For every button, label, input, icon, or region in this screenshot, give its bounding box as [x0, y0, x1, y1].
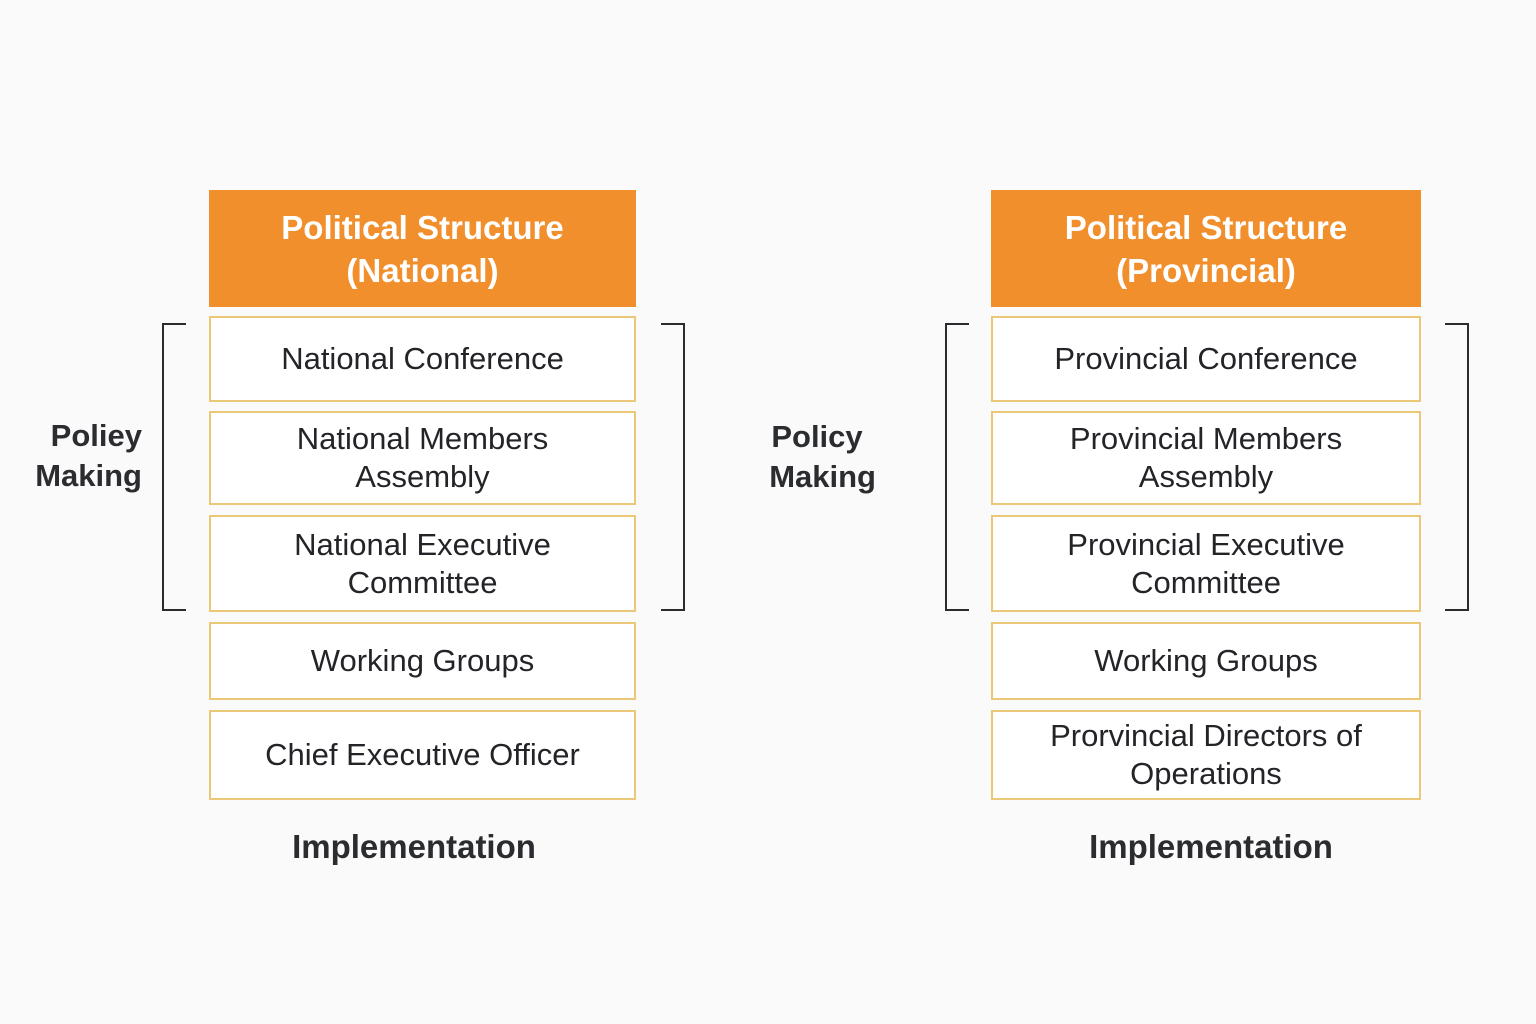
- label-line2: Making: [35, 458, 142, 493]
- box-line1: Provincial Members: [1069, 421, 1343, 456]
- provincial-directors-of-operations-box: Prorvincial Directors of Operations: [991, 710, 1421, 800]
- box-line1: Chief Executive Officer: [265, 737, 580, 772]
- box-line1: Working Groups: [310, 643, 535, 678]
- box-line1: Provincial Executive: [1067, 526, 1345, 562]
- national-implementation-label: Implementation: [292, 828, 536, 865]
- national-header-line1: Political Structure: [281, 208, 564, 246]
- box-line1: Provincial Conference: [1054, 341, 1358, 376]
- provincial-conference-box: Provincial Conference: [991, 316, 1421, 402]
- provincial-members-assembly-box: Provincial Members Assembly: [991, 411, 1421, 505]
- provincial-header-line1: Political Structure: [1064, 208, 1348, 246]
- provincial-policy-making-label: Policy Making: [750, 417, 876, 497]
- label-line2: Making: [769, 459, 876, 494]
- label-line1: Policy: [771, 419, 863, 454]
- box-line2: Assembly: [355, 459, 490, 494]
- national-right-bracket: [661, 323, 685, 611]
- box-line1: Working Groups: [1094, 643, 1318, 678]
- box-line1: Prorvincial Directors of: [1050, 718, 1362, 753]
- national-members-assembly-box: National Members Assembly: [209, 411, 636, 505]
- box-line2: Committee: [347, 564, 498, 600]
- national-header-line2: (National): [346, 251, 499, 289]
- provincial-executive-committee-box: Provincial Executive Committee: [991, 515, 1421, 612]
- box-line1: National Members: [296, 421, 549, 456]
- provincial-right-bracket: [1445, 323, 1469, 611]
- box-line2: Committee: [1131, 564, 1281, 600]
- national-ceo-box: Chief Executive Officer: [209, 710, 636, 800]
- provincial-left-bracket: [945, 323, 969, 611]
- box-line1: National Conference: [281, 341, 564, 376]
- national-header: Political Structure (National): [209, 190, 636, 307]
- national-policy-making-label: Poliey Making: [20, 416, 142, 496]
- box-line1: National Executive: [294, 526, 551, 562]
- provincial-header: Political Structure (Provincial): [991, 190, 1421, 307]
- national-working-groups-box: Working Groups: [209, 622, 636, 700]
- national-executive-committee-box: National Executive Committee: [209, 515, 636, 612]
- provincial-implementation-label: Implementation: [1089, 828, 1333, 865]
- box-line2: Assembly: [1138, 459, 1274, 494]
- provincial-header-line2: (Provincial): [1116, 251, 1296, 289]
- provincial-working-groups-box: Working Groups: [991, 622, 1421, 700]
- national-conference-box: National Conference: [209, 316, 636, 402]
- label-line1: Poliey: [50, 418, 142, 453]
- national-left-bracket: [162, 323, 186, 611]
- box-line2: Operations: [1130, 756, 1282, 791]
